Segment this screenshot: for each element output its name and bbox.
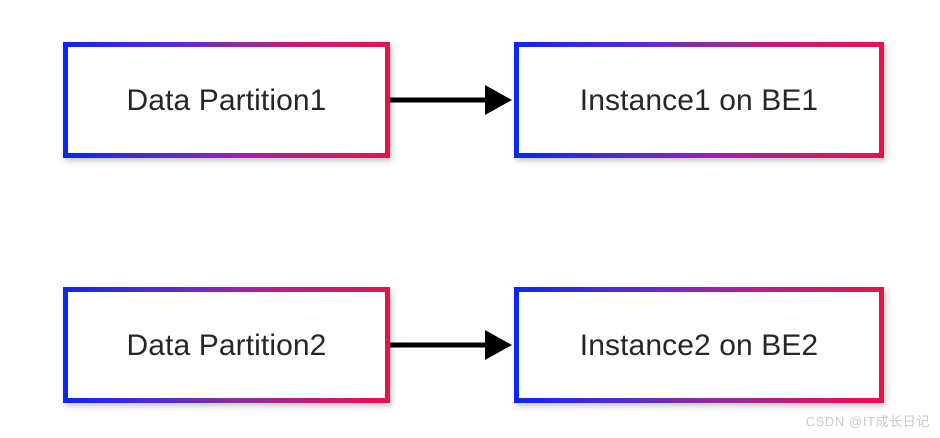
node-data-partition-1[interactable]: Data Partition1	[63, 42, 390, 158]
node-label: Data Partition2	[126, 328, 327, 362]
arrow-head-icon	[485, 85, 512, 115]
edge-arrow-partition1-to-instance1	[386, 80, 516, 120]
arrow-head-icon	[485, 330, 512, 360]
node-label: Instance2 on BE2	[579, 328, 819, 362]
node-data-partition-2[interactable]: Data Partition2	[63, 287, 390, 403]
watermark-text: CSDN @IT成长日记	[805, 414, 930, 429]
node-label: Data Partition1	[126, 83, 327, 117]
node-instance-2-on-be2[interactable]: Instance2 on BE2	[514, 287, 884, 403]
node-instance-1-on-be1[interactable]: Instance1 on BE1	[514, 42, 884, 158]
edge-arrow-partition2-to-instance2	[386, 325, 516, 365]
node-label: Instance1 on BE1	[579, 83, 819, 117]
